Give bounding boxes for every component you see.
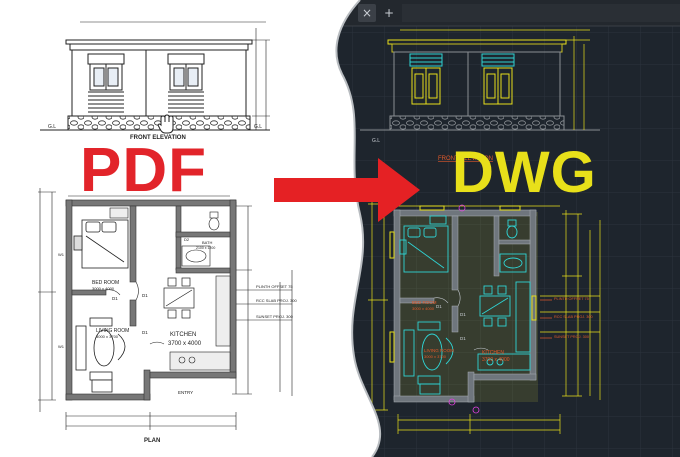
pdf-elevation-title: FRONT ELEVATION [130, 135, 186, 141]
cad-furniture [399, 215, 531, 395]
cad-room-bed-size: 3000 x 4000 [412, 306, 435, 311]
pdf-ground-level-right: G.L [254, 124, 262, 130]
pdf-door-tag-4: D2 [184, 237, 190, 242]
pdf-room-kitchen-size: 3700 x 4000 [168, 341, 202, 347]
hand-cursor-icon [157, 114, 174, 134]
pdf-door-tag-3: D1 [142, 330, 148, 335]
pdf-note-rcc: RCC SLAB PROJ. 300 [256, 298, 297, 303]
pdf-window-tag-1: W1 [58, 252, 65, 257]
cad-door-tag-1: D1 [460, 312, 466, 317]
pdf-room-bath-size: 2100 x 1200 [196, 246, 215, 250]
close-tab-icon[interactable]: × [358, 4, 376, 22]
cad-note-rcc: RCC SLAB PROJ. 300 [554, 315, 593, 319]
pdf-sofa [75, 317, 126, 393]
pdf-door-tag-1: D1 [142, 293, 148, 298]
pdf-room-bed: BED ROOM [92, 280, 119, 286]
cad-room-bed: BED ROOM [412, 300, 437, 305]
dwg-headline: DWG [452, 140, 597, 205]
cad-note-plinth: PLINTH OFFSET 75 [554, 297, 589, 301]
pdf-room-kitchen: KITCHEN [170, 332, 196, 338]
pdf-room-entry: ENTRY [178, 390, 193, 395]
cad-door-tag-2: D1 [436, 304, 442, 309]
pdf-toilet [208, 211, 220, 231]
cad-panel: G.L FRONT ELEVATION [336, 0, 680, 457]
pdf-plan-title: PLAN [144, 438, 160, 444]
pdf-room-bed-size: 3000 x 4000 [92, 286, 115, 291]
pdf-plan [38, 188, 293, 430]
cad-room-kitchen: KITCHEN [482, 350, 504, 356]
pdf-window-tag-2: W1 [58, 344, 65, 349]
pdf-note-sunset: SUNSET PROJ. 300 [256, 314, 294, 319]
pdf-bed [73, 219, 129, 269]
pdf-ground-level-left: G.L [48, 124, 56, 130]
pdf-room-living: LIVING ROOM [96, 328, 129, 334]
pdf-room-living-size: 3000 x 3700 [96, 334, 119, 339]
cad-room-living-size: 3000 x 3700 [424, 354, 447, 359]
pdf-front-elevation [40, 21, 270, 131]
cad-room-kitchen-size: 3700 x 4000 [482, 357, 510, 363]
pdf-headline: PDF [80, 136, 207, 205]
cad-door-tag-3: D1 [460, 336, 466, 341]
cad-note-sunset: SUNSET PROJ. 300 [554, 335, 589, 339]
arrow-right-icon [274, 158, 420, 222]
pdf-room-bath: BATH [202, 240, 212, 245]
pdf-door-tag-2: D1 [112, 296, 118, 301]
cad-front-elevation [360, 29, 600, 131]
cad-ground-level: G.L [372, 138, 380, 144]
cad-plan [368, 200, 601, 434]
pdf-dining-table [163, 277, 195, 319]
add-tab-icon[interactable]: + [383, 6, 395, 20]
torn-edge [335, 0, 382, 457]
pdf-drawing: G.L G.L FRONT ELEVATION [38, 21, 297, 444]
pdf-note-plinth: PLINTH OFFSET 75 [256, 284, 293, 289]
cad-room-living: LIVING ROOM [424, 348, 454, 353]
cad-elevation-title: FRONT ELEVATION [438, 156, 493, 162]
